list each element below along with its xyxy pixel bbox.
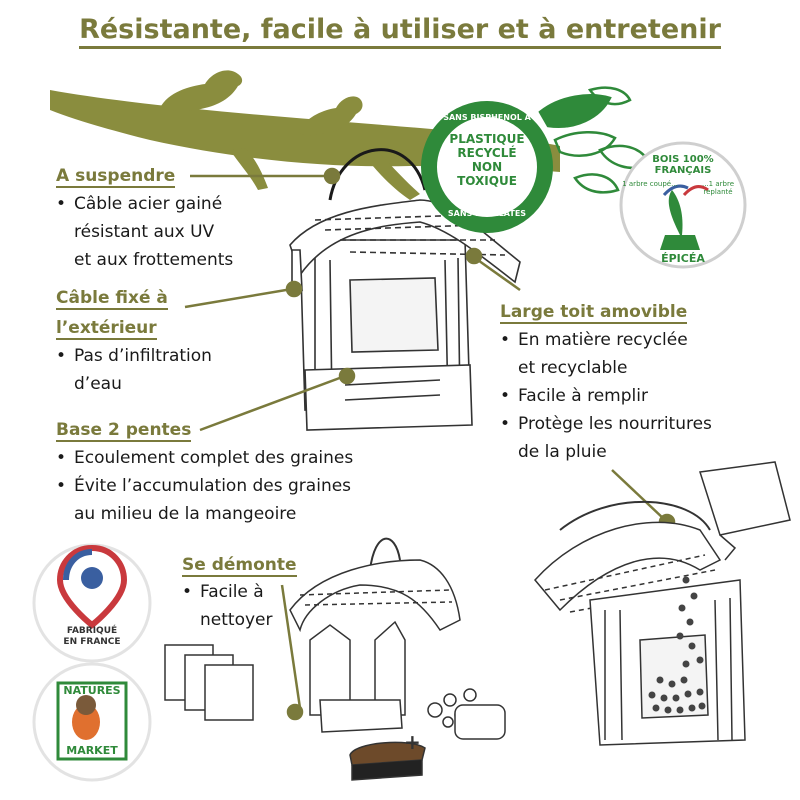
callout-lines (184, 167, 676, 721)
list-item: •Ecoulement complet des graines (56, 448, 354, 468)
plus-sign: + (404, 730, 421, 754)
list-item: d’eau (74, 374, 122, 394)
list-item: de la pluie (518, 442, 607, 462)
heading-base: Base 2 pentes (56, 420, 192, 442)
list-demonte: •Facile à nettoyer (182, 578, 272, 634)
list-suspendre: •Câble acier gainé résistant aux UV et a… (56, 190, 233, 274)
page-title: Résistante, facile à utiliser et à entre… (0, 14, 800, 49)
bois-badge-left: 1 arbre coupé... (622, 180, 678, 188)
bird-silhouettes (160, 70, 363, 136)
bois-badge-bottom: ÉPICÉA (661, 252, 705, 265)
plastique-badge-ring (421, 101, 553, 233)
natures-badge-bottom: MARKET (66, 744, 118, 757)
refill-feeder (534, 461, 791, 746)
list-item: •Pas d’infiltration (56, 346, 212, 366)
list-item: résistant aux UV (74, 222, 215, 242)
disassembled-feeder (164, 537, 506, 781)
list-item: •Facile à (182, 582, 264, 602)
list-item: et recyclable (518, 358, 628, 378)
main-feeder (289, 199, 521, 431)
leaves (538, 86, 652, 194)
plastique-badge-top: SANS BISPHENOL A (443, 113, 531, 122)
plastique-badge-bottom: SANS PHTALATES (447, 209, 527, 218)
heading-cable-2: l’extérieur (56, 318, 157, 340)
list-item: •Câble acier gainé (56, 194, 223, 214)
list-item: nettoyer (200, 610, 273, 630)
list-cable: •Pas d’infiltration d’eau (56, 342, 212, 398)
heading-suspendre: A suspendre (56, 166, 176, 188)
natures-badge-top: NATURES (63, 684, 121, 697)
list-item: au milieu de la mangeoire (74, 504, 297, 524)
natures-badge-ring (32, 662, 152, 782)
heading-cable-1: Câble fixé à (56, 288, 168, 310)
plastique-badge-center: PLASTIQUE RECYCLÉ NON TOXIQUE (449, 132, 525, 188)
list-item: et aux frottements (74, 250, 234, 270)
bois-badge-right: ...1 arbre replanté (702, 180, 734, 196)
fabrique-badge-ring (32, 543, 152, 663)
bois-badge-ring (619, 141, 747, 269)
heading-demonte: Se démonte (182, 555, 297, 577)
list-item: •En matière recyclée (500, 330, 688, 350)
list-base: •Ecoulement complet des graines •Évite l… (56, 444, 353, 528)
list-item: •Évite l’accumulation des graines (56, 476, 352, 496)
list-toit: •En matière recyclée et recyclable •Faci… (500, 326, 712, 466)
fabrique-badge-text: FABRIQUÉ EN FRANCE (63, 626, 121, 647)
heading-toit: Large toit amovible (500, 302, 688, 324)
list-item: •Protège les nourritures (500, 414, 712, 434)
bois-badge-top: BOIS 100% FRANÇAIS (652, 154, 714, 176)
list-item: •Facile à remplir (500, 386, 648, 406)
